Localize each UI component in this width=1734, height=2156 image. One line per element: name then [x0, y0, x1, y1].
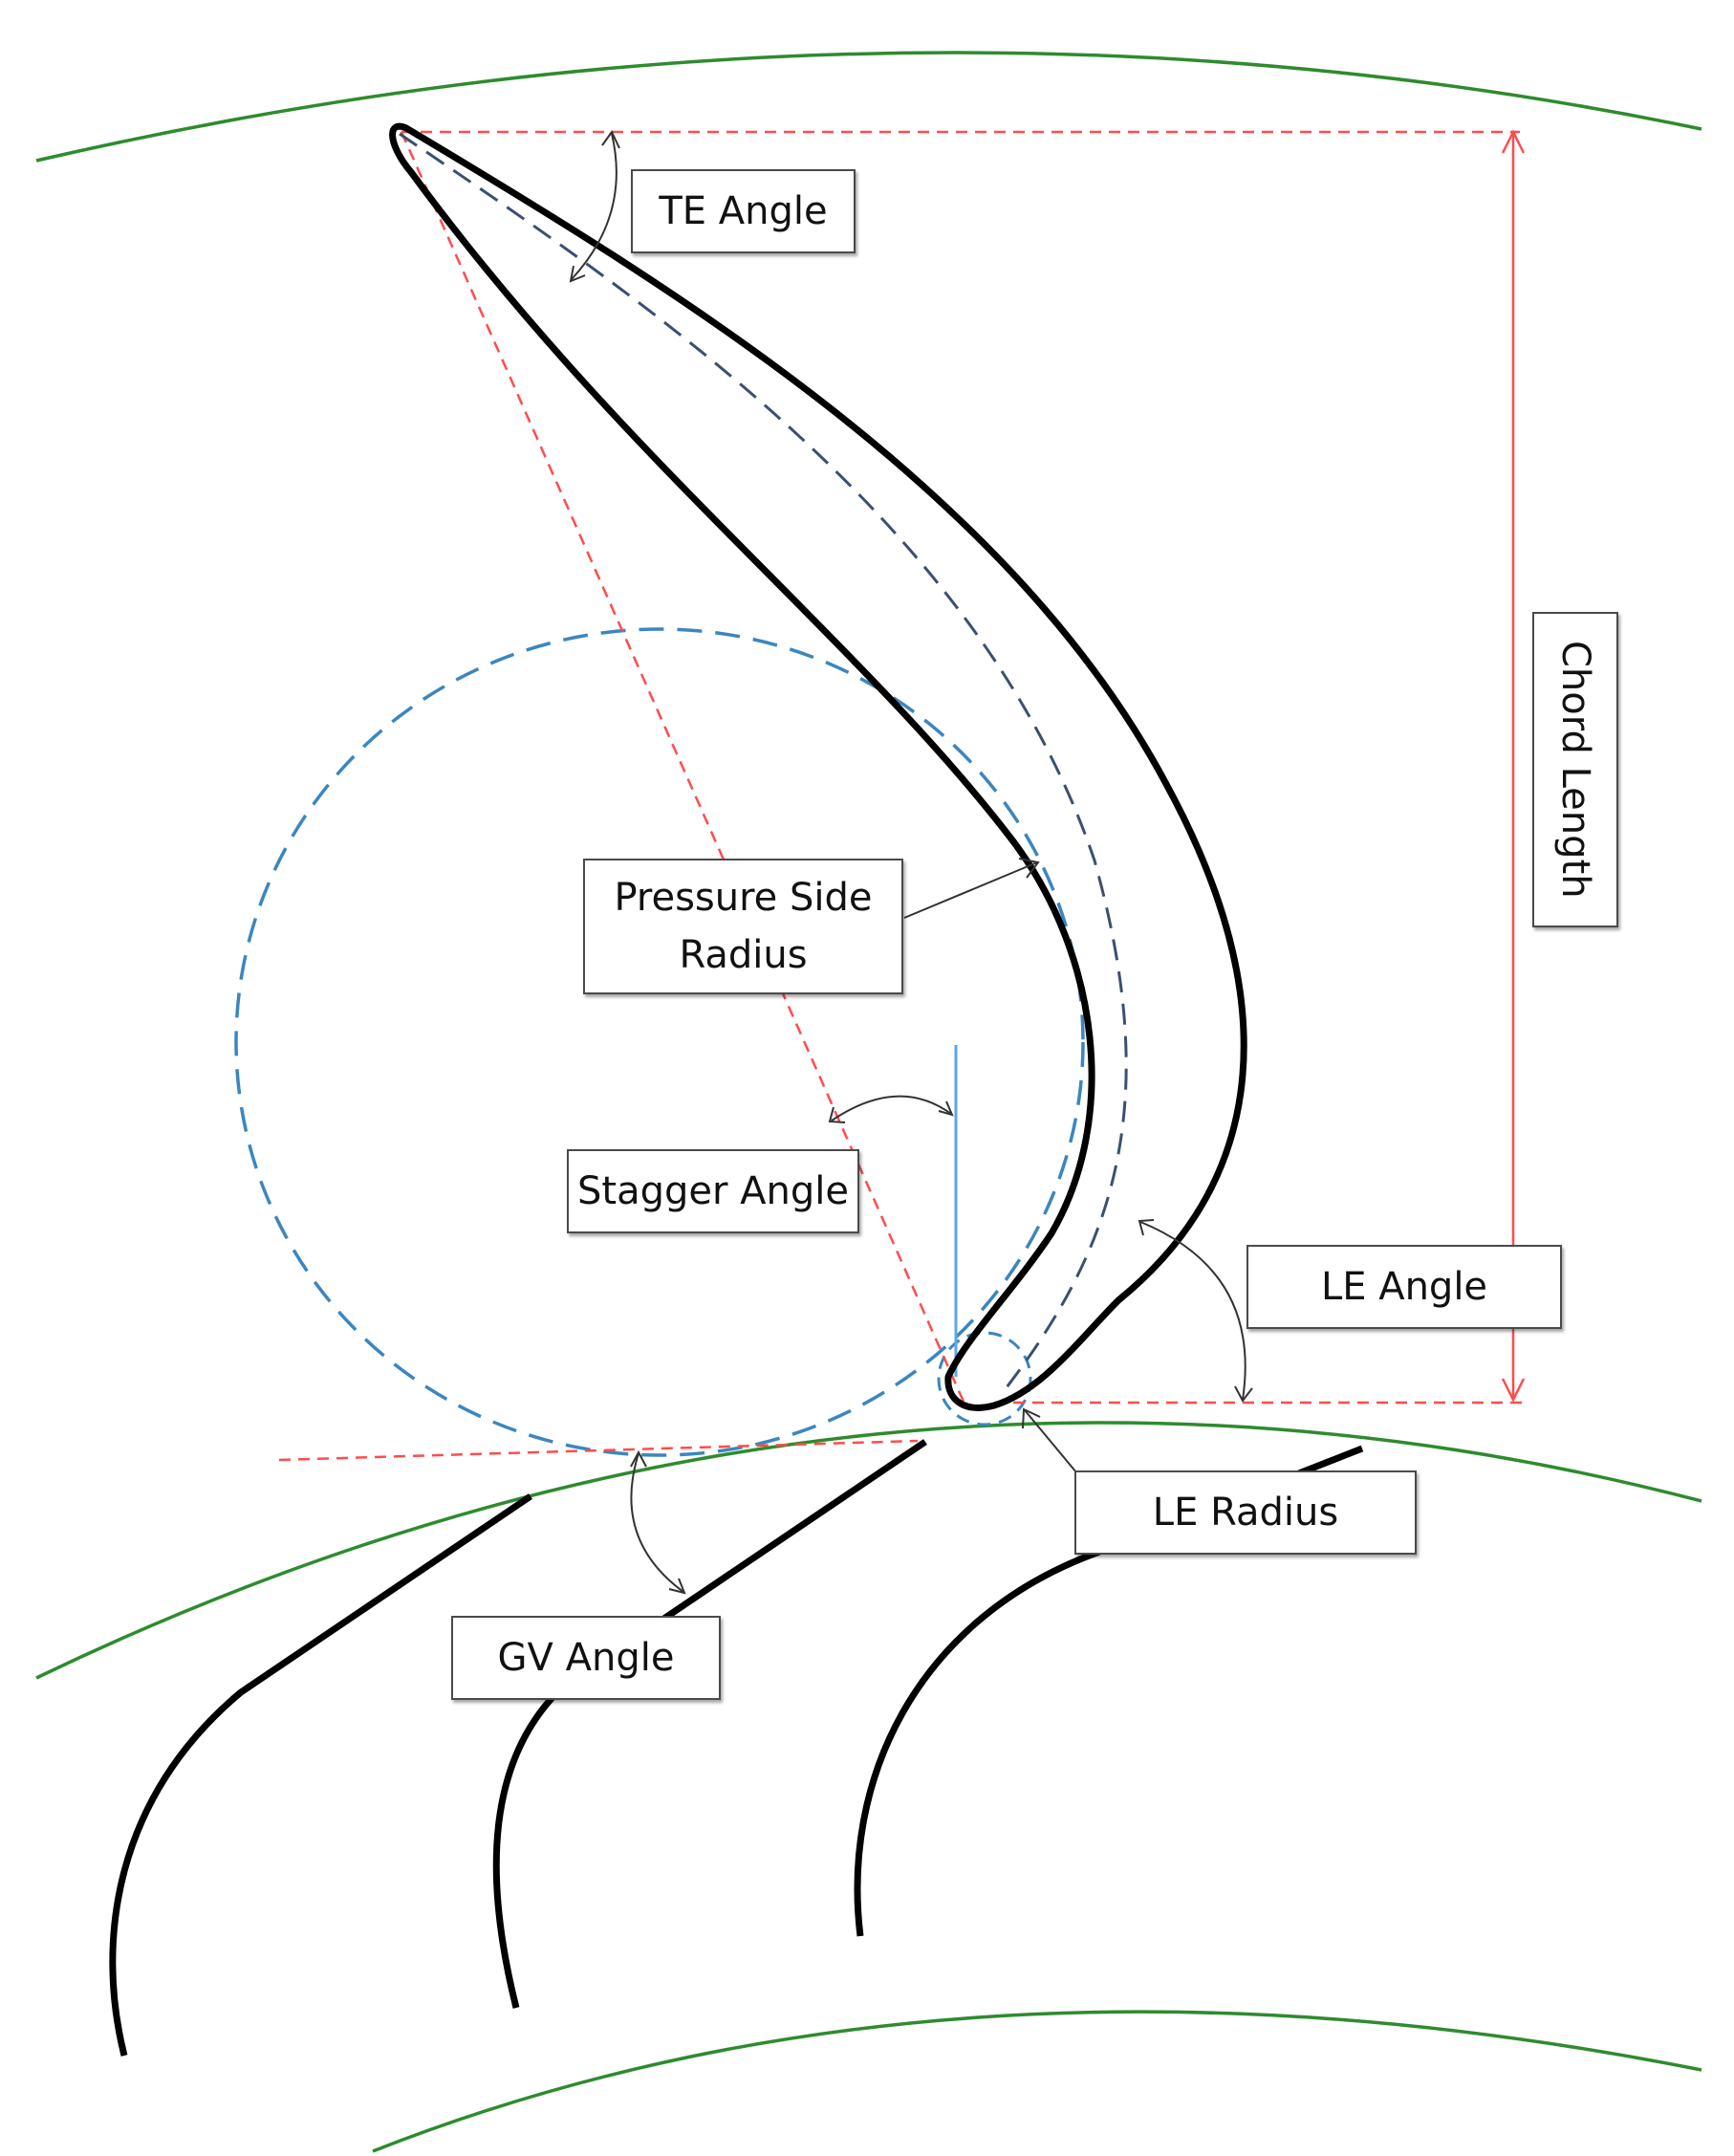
pressure-side-radius-label: Pressure Side Radius: [583, 859, 903, 994]
stagger-angle-arc: [831, 1095, 952, 1122]
inner-shroud-arc: [372, 2010, 1702, 2153]
pressure-side-radius-circle: [234, 627, 1085, 1457]
chord-length-label: Chord Length: [1532, 612, 1618, 927]
gv-angle-arc: [630, 1452, 684, 1593]
outer-shroud-arc: [35, 51, 1702, 163]
guide-vane-3: [854, 1445, 1364, 1937]
pressure-side-leader: [903, 861, 1038, 919]
gv-tangent-line: [278, 1439, 919, 1462]
le-radius-leader: [1024, 1409, 1077, 1473]
guide-vane-2: [492, 1439, 927, 2009]
le-angle-label: LE Angle: [1246, 1245, 1562, 1329]
te-angle-arc: [571, 133, 618, 280]
gv-angle-label: GV Angle: [451, 1616, 721, 1700]
middle-shroud-arc: [35, 1421, 1702, 1680]
camber-line: [399, 132, 1128, 1392]
main-blade-profile: [389, 122, 1247, 1411]
chord-length-arrow: [1501, 129, 1526, 1403]
angle-indicators: [569, 130, 1253, 1595]
le-radius-label: LE Radius: [1074, 1470, 1417, 1555]
construction-lines: [278, 130, 1529, 1462]
stagger-chord-line: [400, 131, 965, 1403]
guide-vane-1: [109, 1493, 532, 2057]
le-angle-arc: [1139, 1221, 1246, 1401]
te-angle-label: TE Angle: [631, 169, 856, 253]
le-radius-circle: [937, 1331, 1032, 1426]
stagger-angle-label: Stagger Angle: [567, 1149, 859, 1233]
